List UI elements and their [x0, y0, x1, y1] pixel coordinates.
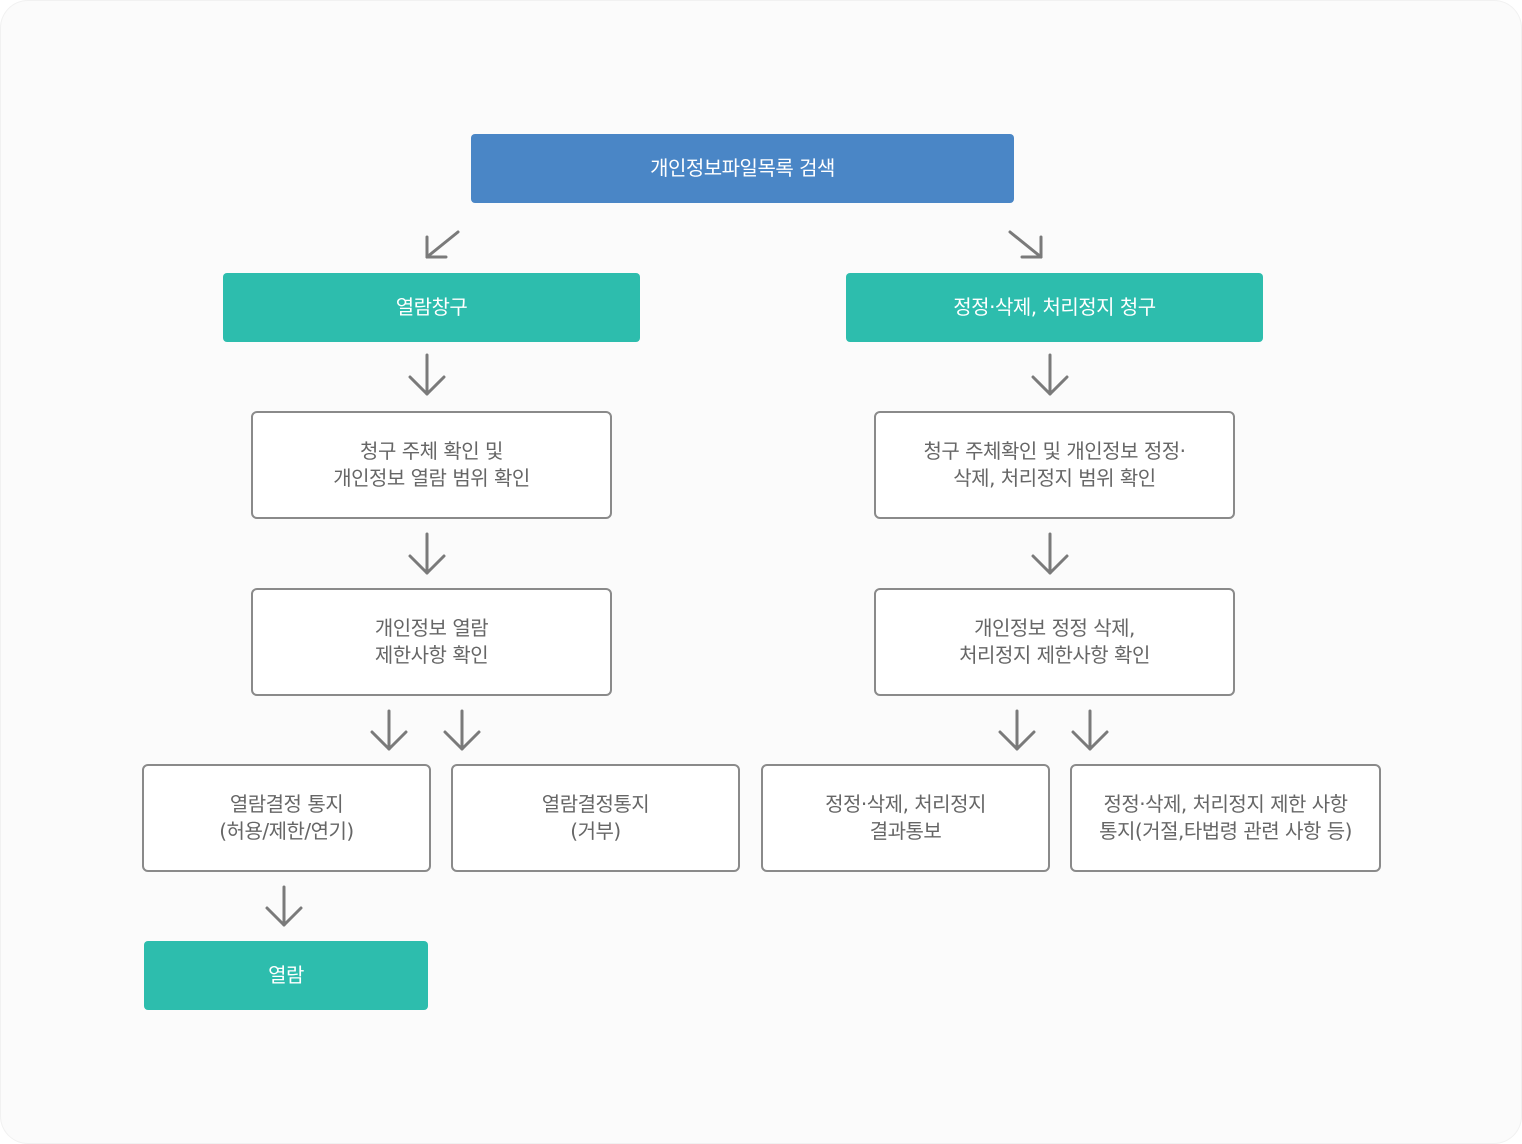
correction-check-limits-node: 개인정보 정정 삭제, 처리정지 제한사항 확인	[874, 588, 1235, 696]
view-check-limits-label: 개인정보 열람 제한사항 확인	[374, 616, 489, 667]
correction-request-node: 정정·삭제, 처리정지 청구	[846, 273, 1263, 342]
arrow-search-to-correction	[1008, 230, 1043, 259]
view-notice-deny-label: 열람결정통지 (거부)	[541, 792, 650, 843]
view-notice-allow-label: 열람결정 통지 (허용/제한/연기)	[219, 792, 354, 843]
correction-check-subject-node: 청구 주체확인 및 개인정보 정정· 삭제, 처리정지 범위 확인	[874, 411, 1235, 519]
view-check-limits-node: 개인정보 열람 제한사항 확인	[251, 588, 612, 696]
correction-check-subject-label: 청구 주체확인 및 개인정보 정정· 삭제, 처리정지 범위 확인	[923, 439, 1187, 490]
search-node-label: 개인정보파일목록 검색	[650, 156, 835, 180]
view-final-node: 열람	[144, 941, 428, 1010]
search-node: 개인정보파일목록 검색	[471, 134, 1014, 203]
view-final-label: 열람	[268, 963, 304, 987]
arrow-correction-3b	[1071, 709, 1109, 751]
arrow-correction-2	[1031, 532, 1069, 575]
view-request-label: 열람창구	[395, 295, 468, 319]
correction-limit-notice-node: 정정·삭제, 처리정지 제한 사항 통지(거절,타법령 관련 사항 등)	[1070, 764, 1381, 872]
arrow-view-1	[408, 353, 446, 396]
correction-result-node: 정정·삭제, 처리정지 결과통보	[761, 764, 1050, 872]
correction-limit-notice-label: 정정·삭제, 처리정지 제한 사항 통지(거절,타법령 관련 사항 등)	[1099, 792, 1352, 843]
view-check-subject-node: 청구 주체 확인 및 개인정보 열람 범위 확인	[251, 411, 612, 519]
arrow-view-4	[265, 885, 303, 927]
arrow-search-to-view	[425, 230, 460, 259]
arrow-correction-3a	[998, 709, 1036, 751]
arrow-view-3a	[370, 709, 408, 751]
view-notice-allow-node: 열람결정 통지 (허용/제한/연기)	[142, 764, 431, 872]
arrow-view-2	[408, 532, 446, 575]
view-request-node: 열람창구	[223, 273, 640, 342]
view-check-subject-label: 청구 주체 확인 및 개인정보 열람 범위 확인	[333, 439, 530, 490]
arrow-correction-1	[1031, 353, 1069, 396]
view-notice-deny-node: 열람결정통지 (거부)	[451, 764, 740, 872]
correction-result-label: 정정·삭제, 처리정지 결과통보	[825, 792, 986, 843]
arrow-view-3b	[443, 709, 481, 751]
correction-request-label: 정정·삭제, 처리정지 청구	[953, 295, 1156, 319]
correction-check-limits-label: 개인정보 정정 삭제, 처리정지 제한사항 확인	[959, 616, 1150, 667]
